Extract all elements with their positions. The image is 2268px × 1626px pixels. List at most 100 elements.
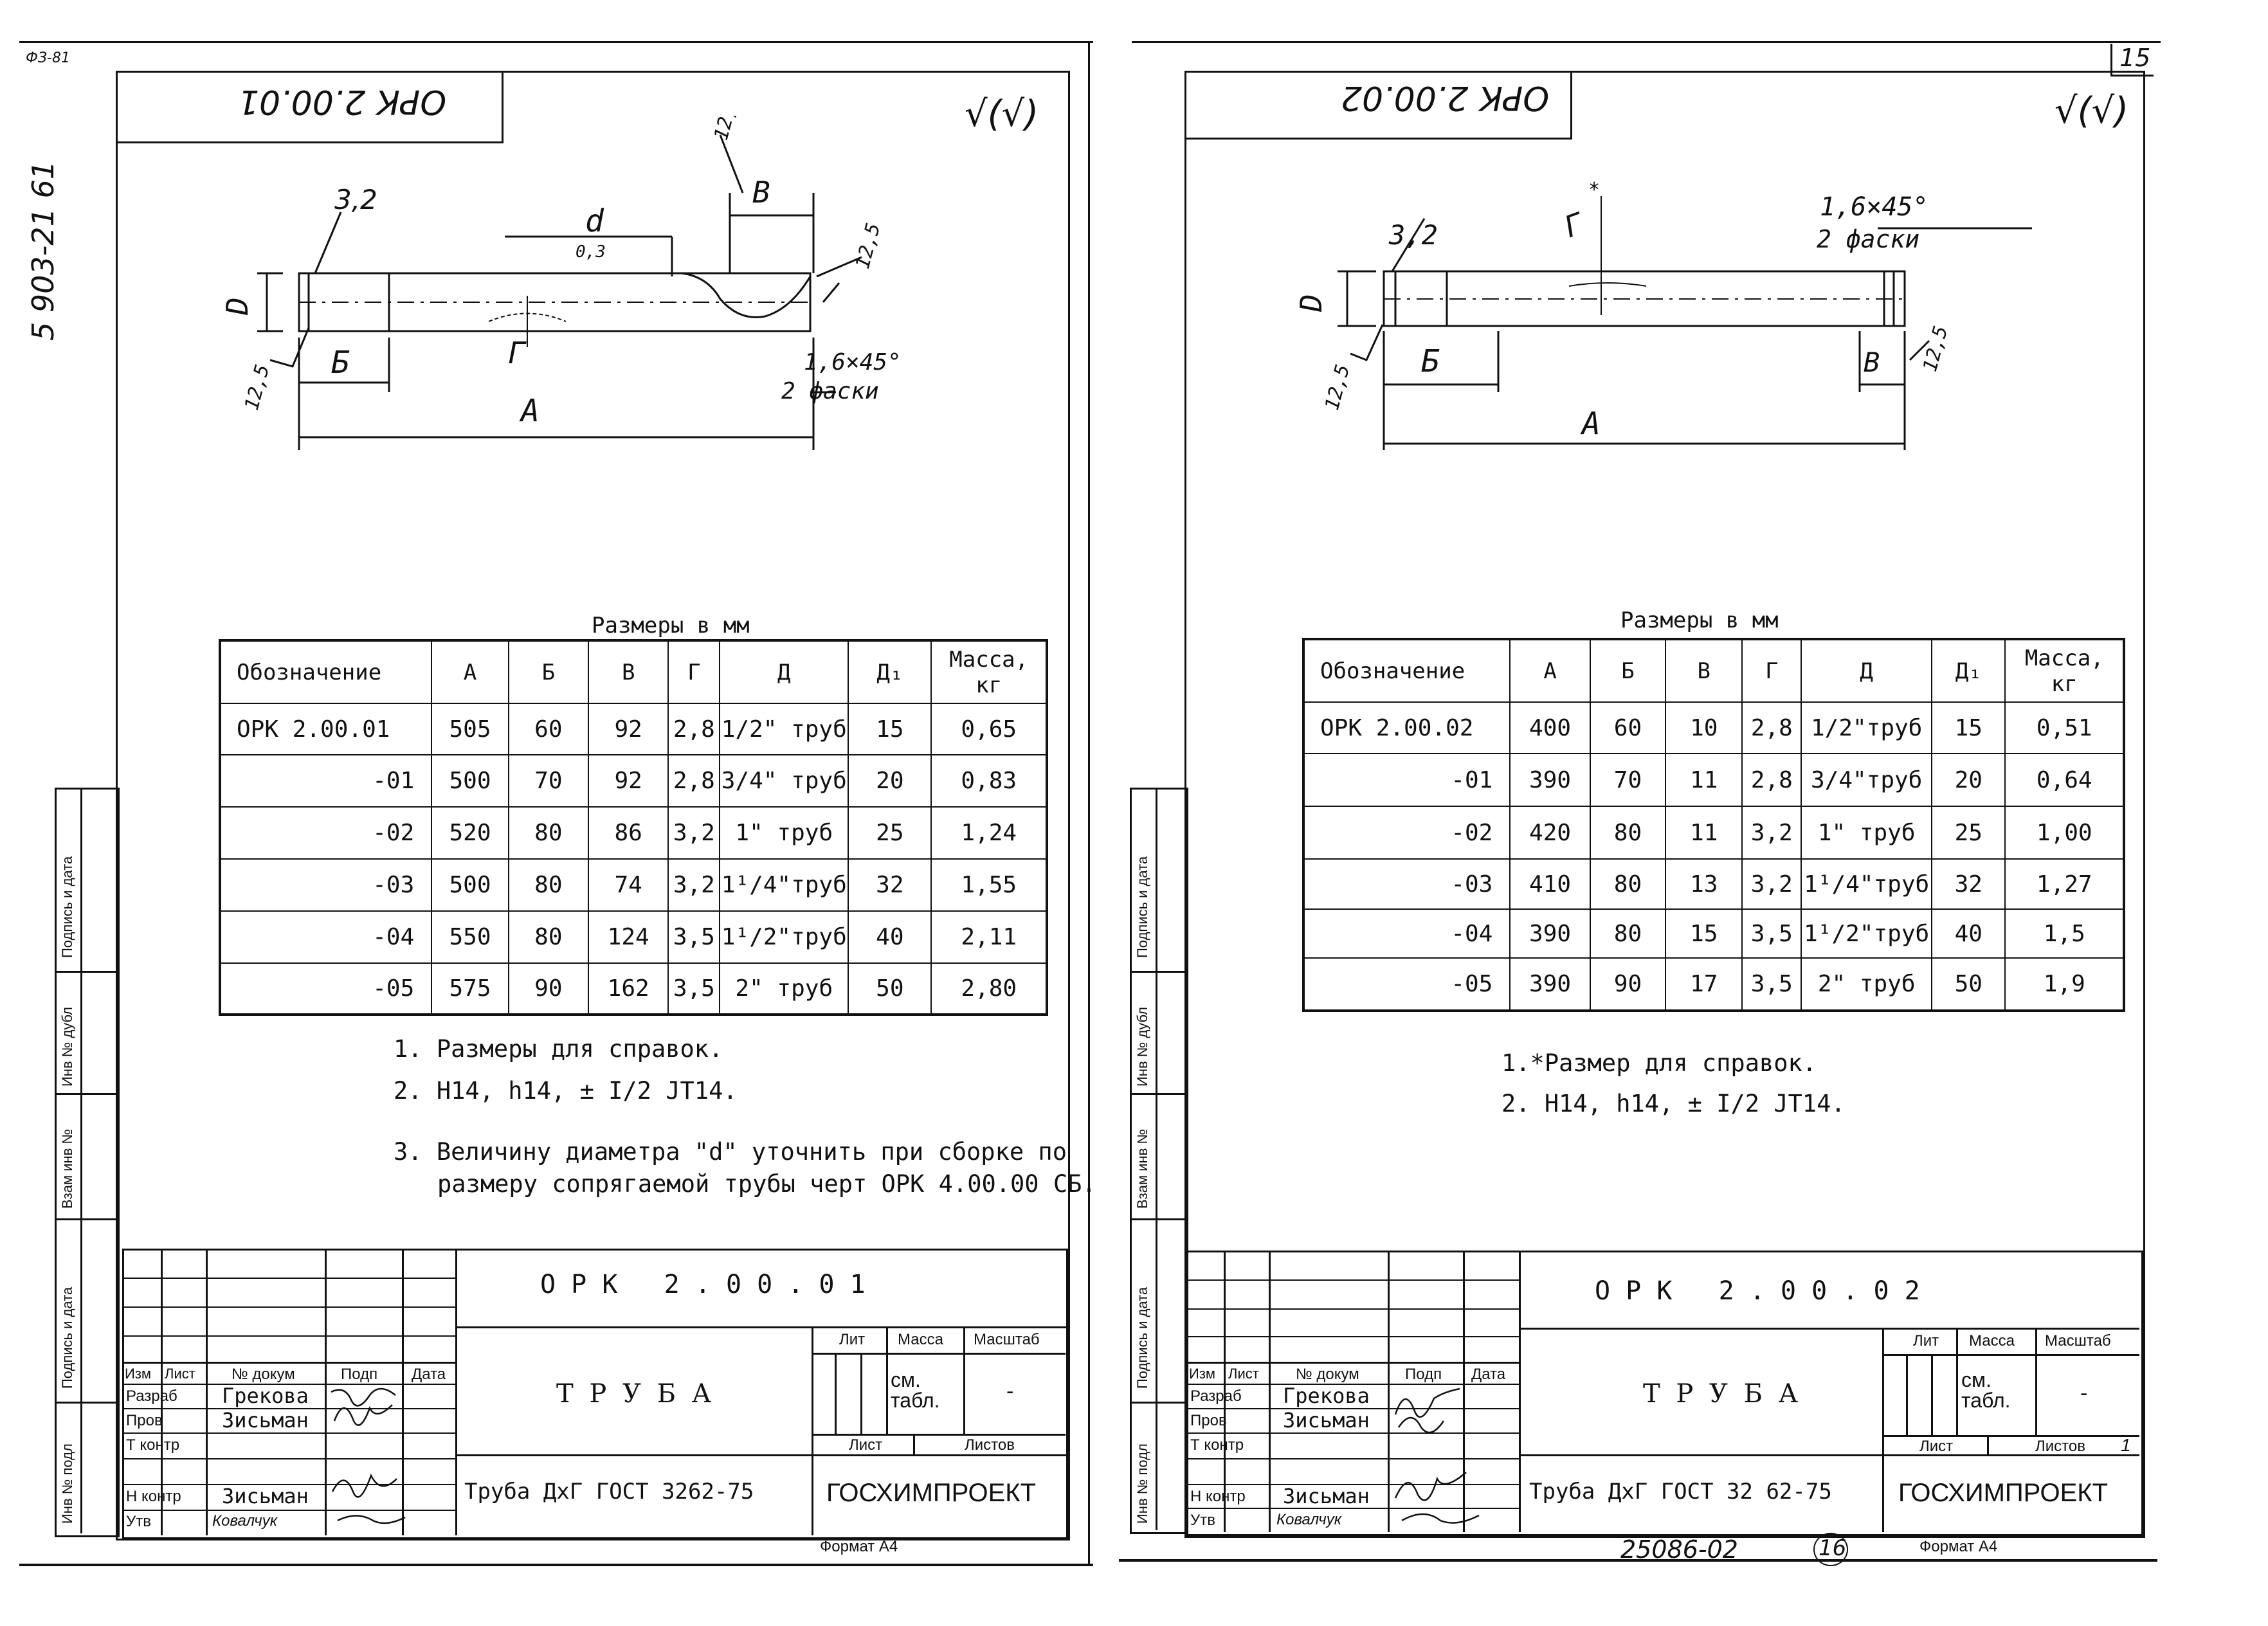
tb-sheets-left: Листов (965, 1436, 1015, 1454)
right-sheet-bottom-edge (1119, 1559, 2157, 1562)
tb-col-izm-right: Изм (1189, 1366, 1216, 1382)
cell: 500 (431, 858, 509, 912)
cell: 92 (587, 703, 669, 755)
tb-sheet-left: Лист (849, 1436, 883, 1454)
tb-col-podp-right: Подп (1405, 1366, 1442, 1383)
label-ra-right: 12,5 (1919, 323, 1953, 374)
cell: 0,83 (930, 754, 1048, 808)
cell: 74 (587, 858, 669, 912)
label-V-right: В (1864, 347, 1880, 378)
tb-code-right: О Р К 2 . 0 0 . 0 2 (1595, 1276, 1920, 1306)
label-32-left: 3,2 (334, 184, 377, 215)
stamp-label-vzam-r: Взам инв № (1134, 1128, 1150, 1209)
cell: 80 (507, 806, 589, 860)
label-chamfer-note-right: 2 фаски (1817, 225, 1919, 253)
stamp-label-podpis-2-r: Подпись и дата (1134, 856, 1150, 958)
label-D-right: D (1294, 294, 1329, 312)
cutout-profile (681, 272, 812, 318)
cell: 3/4"труб (1801, 753, 1933, 807)
cell: ОРК 2.00.02 (1302, 701, 1511, 754)
bottom-stamp-circled: 16 (1819, 1535, 1847, 1561)
cell: 1/2"труб (1801, 701, 1933, 754)
tb-role-tkontr-right: Т контр (1190, 1436, 1244, 1454)
cell: 11 (1665, 806, 1743, 860)
tb-lit-left: Лит (839, 1331, 866, 1348)
header-V-r: В (1665, 638, 1743, 703)
right-sheet-top-edge (1132, 41, 2161, 43)
cell: 40 (1931, 908, 2006, 959)
label-D-left: D (220, 297, 255, 316)
cell: 70 (1589, 753, 1667, 807)
label-V-left: В (752, 175, 770, 210)
cell: 40 (848, 910, 932, 964)
cell: 90 (1589, 957, 1667, 1011)
cell: ОРК 2.00.01 (219, 703, 433, 755)
header-B-r: Б (1589, 638, 1667, 703)
note-3-left: 3. Величину диаметра "d" уточнить при сб… (394, 1138, 1067, 1166)
note-1-right: 1.*Размер для справок. (1501, 1049, 1817, 1077)
label-G-right: Г (1559, 206, 1589, 245)
cell: -02 (1302, 806, 1511, 860)
tb-masshtab-value-left: - (1006, 1379, 1014, 1404)
tb-name-left: Т Р У Б А (556, 1379, 716, 1409)
header-D: Д (719, 640, 849, 704)
tb-col-dok-right: № докум (1296, 1366, 1359, 1383)
tb-material-right: Труба ДхГ ГОСТ 32 62-75 (1529, 1479, 1832, 1504)
cell: 17 (1665, 957, 1743, 1011)
tb-lit-right: Лит (1913, 1332, 1939, 1350)
tb-massa-left: Масса (898, 1331, 943, 1348)
note-2-left: 2. Н14, h14, ± I/2 JT14. (394, 1077, 738, 1105)
cell: 50 (848, 962, 932, 1015)
stamp-label-inv-podl-r: Инв № подл (1134, 1443, 1150, 1524)
header-massa: Масса, кг (930, 640, 1048, 704)
right-sheet-frame (1184, 71, 2145, 1538)
dimension-table-left: Обозначение А Б В Г Д Д₁ Масса, кг ОРК 2… (219, 639, 1048, 1016)
left-sheet-bottom-edge (19, 1564, 1093, 1566)
cell: 1,55 (930, 858, 1048, 912)
header-V: В (587, 640, 669, 704)
tb-masshtab-left: Масштаб (974, 1331, 1040, 1348)
cell: -03 (219, 858, 433, 912)
part-drawing-left: 3,2 d 0,3 В 12,5 12,5 D 12,5 Б Г А 1,6×4… (220, 116, 902, 450)
tb-role-prov-right: Пров (1190, 1412, 1227, 1429)
stamp-label-inv-podl: Инв № подл (59, 1443, 75, 1524)
roughness-mark-right: √(√) (2055, 90, 2129, 132)
table-header-row: Обозначение А Б В Г Д Д₁ Масса, кг (1302, 638, 2125, 703)
upside-code-left: ОРК 2.00.01 (238, 82, 447, 121)
cell: 0,65 (930, 703, 1048, 755)
tb-massa-right: Масса (1969, 1332, 2015, 1350)
cell: 60 (1589, 701, 1667, 754)
cell: 1¹/2"труб (719, 910, 849, 964)
cell: 80 (1589, 908, 1667, 959)
stamp-label-podpis-1-r: Подпись и дата (1134, 1287, 1150, 1389)
left-side-stamp (55, 788, 120, 1537)
cell: 10 (1665, 701, 1743, 754)
cell: 520 (431, 806, 509, 860)
cell: 1¹/2"труб (1801, 908, 1933, 959)
cell: 25 (1931, 806, 2006, 860)
tb-name-razrab-right: Грекова (1283, 1384, 1370, 1408)
right-side-stamp (1130, 788, 1188, 1534)
cell: 1,5 (2004, 908, 2125, 959)
bottom-stamp: 25086-02 (1620, 1535, 1738, 1564)
tb-name-prov-right: Зисьман (1283, 1408, 1370, 1432)
tb-col-list-right: Лист (1228, 1366, 1259, 1382)
note-1-left: 1. Размеры для справок. (394, 1035, 723, 1063)
cell: 92 (587, 754, 669, 808)
cell: 1,24 (930, 806, 1048, 860)
units-caption-left: Размеры в мм (592, 613, 750, 638)
label-ra-top: 12,5 (710, 116, 744, 143)
tb-code-left: О Р К 2 . 0 0 . 0 1 (540, 1270, 866, 1299)
upside-code-box-right (1184, 71, 1572, 140)
tb-sheet-right: Лист (1919, 1438, 1954, 1455)
cell: 3/4" труб (719, 754, 849, 808)
cell: 162 (587, 962, 669, 1015)
tb-role-nkontr-left: Н контр (126, 1488, 181, 1505)
